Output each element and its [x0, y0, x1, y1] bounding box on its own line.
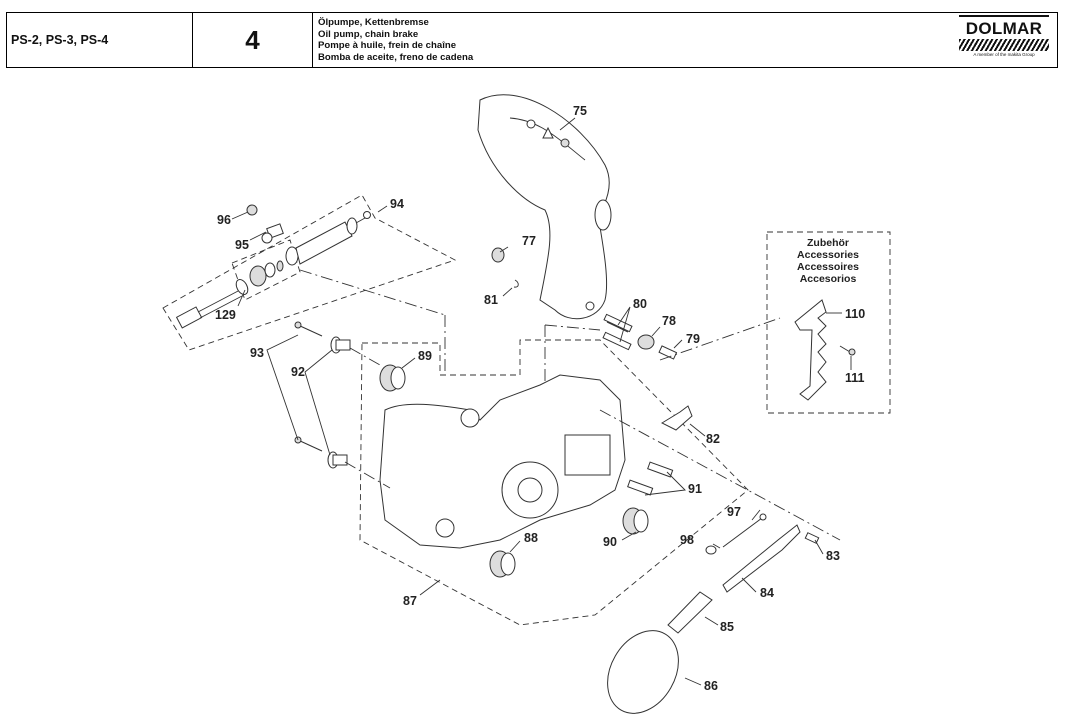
label-96: 96: [217, 213, 231, 227]
label-91: 91: [688, 482, 702, 496]
title-de: Ölpumpe, Kettenbremse: [318, 17, 429, 28]
label-81: 81: [484, 293, 498, 307]
accessories-box: [766, 231, 891, 414]
accessories-title-de: Zubehör: [807, 237, 849, 249]
label-87: 87: [403, 594, 417, 608]
label-97: 97: [727, 505, 741, 519]
logo-brand: DOLMAR: [965, 19, 1043, 38]
group-number: 4: [193, 13, 313, 67]
studs-91: [627, 461, 674, 496]
accessories-title-fr: Accessoires: [797, 261, 859, 273]
brake-small-parts: [491, 247, 678, 360]
label-89: 89: [418, 349, 432, 363]
label-79: 79: [686, 332, 700, 346]
label-85: 85: [720, 620, 734, 634]
label-77: 77: [522, 234, 536, 248]
oil-pump-assembly: [175, 204, 371, 329]
title-fr: Pompe à huile, frein de chaîne: [318, 40, 457, 51]
header-table: PS-2, PS-3, PS-4 4 Ölpumpe, Kettenbremse…: [6, 12, 1058, 68]
buffer-90: [622, 507, 649, 535]
label-129: 129: [215, 308, 236, 322]
logo-tagline: A member of the makita Group: [973, 52, 1035, 57]
accessories-title-es: Accesorios: [800, 273, 857, 285]
label-75: 75: [573, 104, 587, 118]
accessories-title-en: Accessories: [797, 249, 859, 261]
brake-mechanism: [607, 513, 820, 714]
group-title: Ölpumpe, Kettenbremse Oil pump, chain br…: [313, 13, 1057, 67]
chain-brake-handle: [477, 94, 612, 320]
label-84: 84: [760, 586, 774, 600]
logo-bar: [959, 15, 1049, 17]
crankcase: [379, 374, 626, 549]
dolmar-logo: DOLMAR A member of the makita Group: [959, 15, 1049, 65]
bumper-spike-110: [794, 299, 827, 401]
label-110: 110: [845, 307, 865, 321]
label-82: 82: [706, 432, 720, 446]
label-83: 83: [826, 549, 840, 563]
label-88: 88: [524, 531, 538, 545]
buffer-89: [379, 364, 406, 392]
leader-lines: [231, 117, 852, 686]
screw-111-head: [848, 348, 856, 356]
label-80: 80: [633, 297, 647, 311]
label-95: 95: [235, 238, 249, 252]
screws-sleeves: [294, 321, 351, 469]
label-92: 92: [291, 365, 305, 379]
oil-pump-group-box: [162, 194, 457, 351]
label-86: 86: [704, 679, 718, 693]
title-es: Bomba de aceite, freno de cadena: [318, 51, 474, 63]
label-90: 90: [603, 535, 617, 549]
label-111: 111: [845, 371, 865, 385]
logo-stripes: [959, 39, 1049, 51]
label-93: 93: [250, 346, 264, 360]
alignment-lines: [299, 269, 841, 541]
buffer-88: [489, 550, 516, 578]
title-en: Oil pump, chain brake: [318, 28, 419, 40]
label-78: 78: [662, 314, 676, 328]
model-list: PS-2, PS-3, PS-4: [7, 13, 193, 67]
part-82-shape: [660, 405, 693, 431]
label-94: 94: [390, 197, 404, 211]
label-98: 98: [680, 533, 694, 547]
crankcase-group-box: [359, 339, 749, 626]
screw-111: [839, 345, 851, 353]
